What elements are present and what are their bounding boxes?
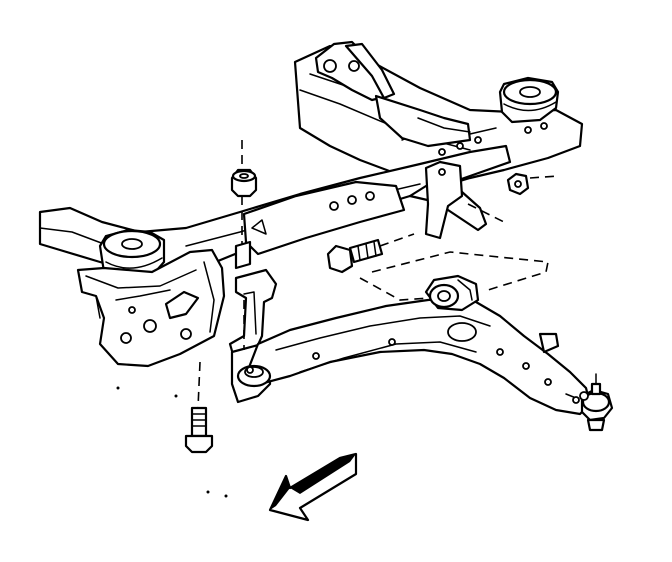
front-bushing [236, 364, 272, 388]
bushing-bolt [184, 406, 214, 454]
rear-bushing [424, 274, 480, 312]
rear-bracket [408, 160, 488, 240]
bushing-nut [230, 168, 258, 198]
fastener-details [95, 240, 254, 374]
forward-direction-arrow [268, 452, 358, 522]
lower-control-arm [246, 296, 592, 416]
scan-specks [116, 386, 228, 498]
front-bushing-bracket [76, 248, 226, 368]
rear-body-mount-cushion [498, 76, 560, 124]
ball-joint [572, 373, 614, 432]
rear-bracket-bolt [326, 238, 384, 274]
rear-bracket-nut [506, 172, 530, 196]
engine-mount-bracket [314, 40, 472, 148]
